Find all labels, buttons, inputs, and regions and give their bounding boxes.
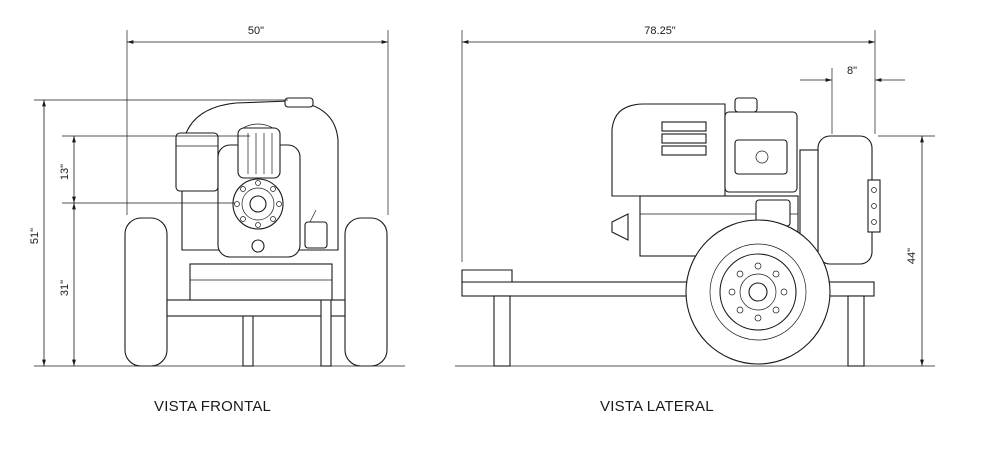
right-wheel xyxy=(344,217,388,367)
side-view-drawing xyxy=(455,97,905,367)
left-wheel xyxy=(124,217,168,367)
front-width-dim: 50" xyxy=(248,25,264,37)
front-upper-dim: 13" xyxy=(59,164,71,180)
front-view-title: VISTA FRONTAL xyxy=(154,398,272,415)
side-offset-dim: 8" xyxy=(847,65,857,77)
side-height-dim: 44" xyxy=(906,248,918,264)
front-total-height-dim: 51" xyxy=(29,228,41,244)
side-length-dim: 78.25" xyxy=(644,25,676,37)
front-lower-dim: 31" xyxy=(59,280,71,296)
front-view-drawing xyxy=(100,97,405,367)
side-view-dimensions: 78.25" 8" 44" xyxy=(461,25,935,367)
side-view-title: VISTA LATERAL xyxy=(600,398,714,415)
front-view-dimensions: 50" 51" 13" 31" xyxy=(29,25,389,367)
